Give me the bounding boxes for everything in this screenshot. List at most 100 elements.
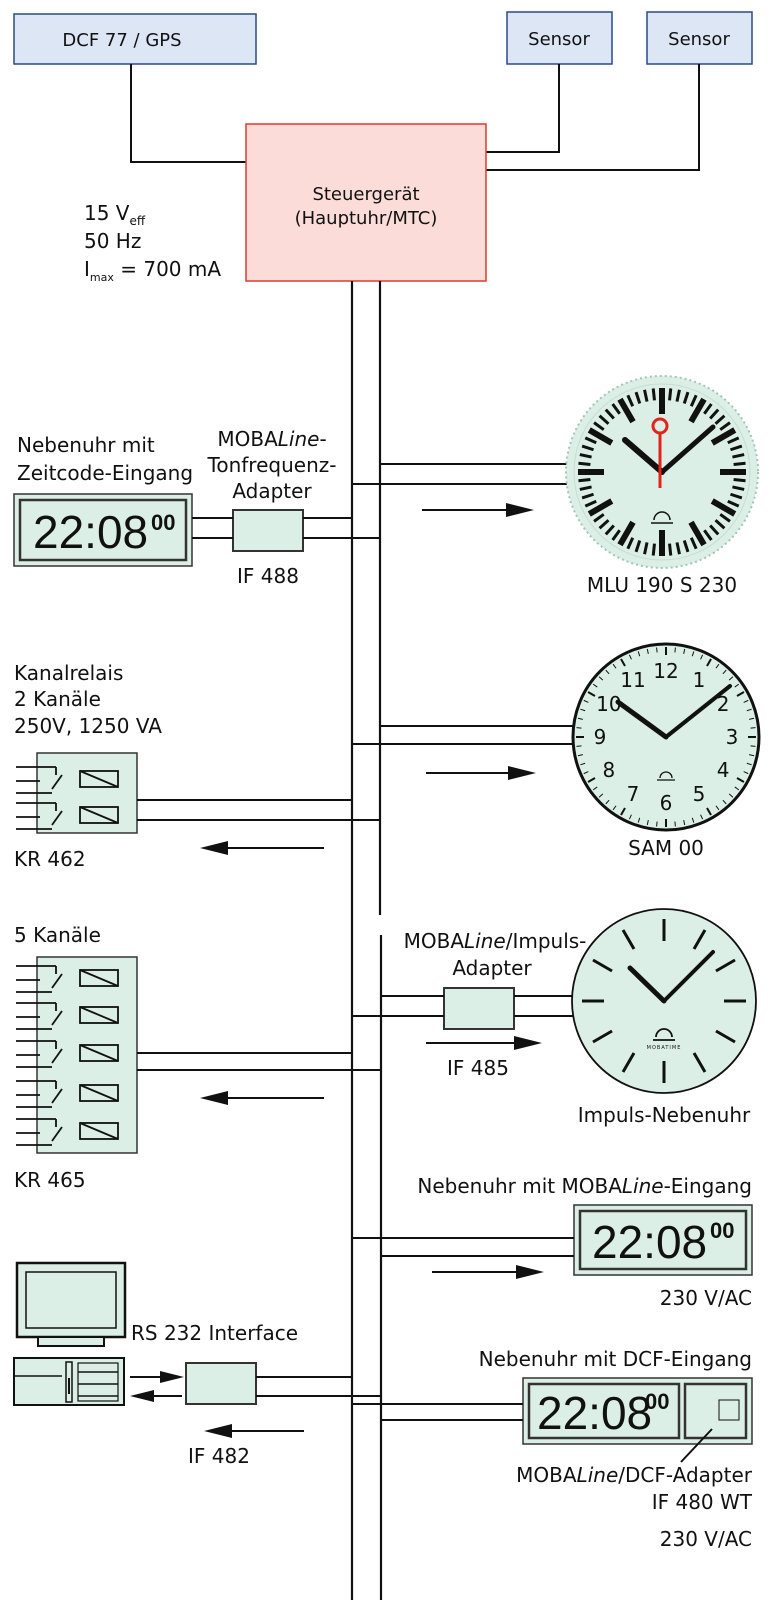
svg-text:MOBALine/Impuls-: MOBALine/Impuls- xyxy=(404,929,587,953)
mlu-minute-tick xyxy=(611,403,621,415)
svg-text:MOBALine-: MOBALine- xyxy=(217,427,326,451)
mlu-minute-tick xyxy=(604,524,615,536)
clock-mlu xyxy=(565,375,759,569)
if485-model: IF 485 xyxy=(447,1056,509,1080)
kr462-model: KR 462 xyxy=(14,847,86,871)
svg-text:Tonfrequenz-: Tonfrequenz- xyxy=(207,453,337,477)
impuls-hour-tick xyxy=(621,1052,636,1073)
mlu-minute-tick xyxy=(651,388,656,401)
mlu-minute-tick xyxy=(593,513,605,523)
mlu-minute-tick xyxy=(668,388,673,401)
impuls-hour-ticks xyxy=(582,919,746,1083)
dcf-power: 230 V/AC xyxy=(660,1527,752,1551)
zeitcode-wires xyxy=(192,463,572,539)
relay-contact xyxy=(16,1040,119,1068)
sam-tick xyxy=(683,820,686,826)
sam-tick xyxy=(706,658,712,667)
nebenuhr-zeitcode-display: 22:08 00 xyxy=(13,493,193,567)
kr465-wires xyxy=(137,1052,381,1071)
sam-logo-icon xyxy=(657,771,675,781)
sam-tick xyxy=(750,745,756,747)
sam-minute-ticks xyxy=(576,647,756,827)
sam-minute-hand xyxy=(664,684,732,739)
dcf-time: 22:08 xyxy=(537,1387,652,1439)
impuls-hour-tick xyxy=(621,929,636,950)
sam-tick xyxy=(683,648,686,654)
arrow-to-impuls xyxy=(426,1036,542,1050)
mlu-minute-tick xyxy=(714,519,726,530)
mlu-minute-tick xyxy=(732,485,745,491)
relay-contact xyxy=(16,965,119,993)
sam-tick xyxy=(656,821,658,827)
arrow-to-sam xyxy=(426,766,536,780)
mlu-minute-tick xyxy=(714,414,726,425)
adapter-if485-box xyxy=(443,987,515,1030)
sam-tick xyxy=(736,691,745,697)
sam-tick xyxy=(722,669,727,675)
relay-kr465-contacts xyxy=(16,965,119,1146)
if488-model: IF 488 xyxy=(237,564,299,588)
sam-tick xyxy=(580,708,586,712)
mlu-label: MLU 190 S 230 xyxy=(587,573,737,597)
sam-tick xyxy=(656,647,658,653)
sam-tick xyxy=(580,762,586,766)
sam-tick xyxy=(587,777,596,783)
mlu-minute-tick xyxy=(643,389,649,402)
sensor-label-2: Sensor xyxy=(668,29,730,50)
mlu-minute-tick xyxy=(682,540,690,553)
mlu-minute-tick xyxy=(579,453,592,459)
mlu-minute-tick xyxy=(626,537,635,550)
mlu-minute-tick xyxy=(727,436,740,445)
sam-tick xyxy=(749,717,755,720)
sam-tick xyxy=(674,647,676,653)
arrow-if482-to-computer xyxy=(130,1390,182,1402)
sam-tick xyxy=(576,727,582,729)
if485-wires xyxy=(352,995,580,1017)
sam-numeral: 9 xyxy=(594,725,607,749)
sam-tick xyxy=(612,663,617,669)
sam-tick xyxy=(728,793,734,798)
mlu-minute-tick xyxy=(634,540,642,553)
relais5-label: 5 Kanäle xyxy=(14,923,101,947)
power-current-sub: max xyxy=(90,271,114,284)
svg-text:Kanalrelais: Kanalrelais xyxy=(14,661,123,685)
sensor-box-1: Sensor xyxy=(506,11,613,65)
adapter-if482-box xyxy=(185,1362,257,1405)
adapter-if488-label: MOBALine- Tonfrequenz- Adapter IF 488 xyxy=(207,427,337,588)
impuls-logo-icon: MOBATIME xyxy=(647,1028,680,1051)
mlu-hour-tick xyxy=(587,498,614,517)
power-spec: 15 Veff 50 Hz Imax = 700 mA xyxy=(84,201,221,284)
sam-tick xyxy=(583,771,589,775)
mlu-minute-tick xyxy=(611,529,621,541)
power-voltage: 15 V xyxy=(84,201,130,225)
sam-tick xyxy=(722,799,727,805)
relay-kr465 xyxy=(16,956,138,1154)
mlu-minute-tick xyxy=(682,391,690,404)
dcf-adapter-icon xyxy=(718,1399,740,1421)
mlu-hour-tick xyxy=(617,520,636,547)
relay-contact xyxy=(16,1080,119,1108)
relay-kr462-contacts xyxy=(16,766,119,830)
mlu-logo-icon xyxy=(651,511,673,524)
sam-tick xyxy=(637,651,641,657)
sam-tick xyxy=(612,805,617,811)
mlu-minute-tick xyxy=(598,414,610,425)
dcf-seconds: 00 xyxy=(645,1389,669,1414)
mlu-minute-tick xyxy=(651,543,656,556)
relay-contact xyxy=(16,1002,119,1030)
main-bus xyxy=(350,281,383,1600)
sam-numeral: 7 xyxy=(627,782,640,806)
sam-tick xyxy=(746,708,752,712)
mlu-minute-tick xyxy=(732,453,745,459)
mlu-hour-tick xyxy=(710,498,737,517)
svg-text:2 Kanäle: 2 Kanäle xyxy=(14,687,101,711)
svg-text:250V, 1250 VA: 250V, 1250 VA xyxy=(14,714,162,738)
sam-tick xyxy=(715,663,720,669)
mobaline-wires xyxy=(352,1237,574,1257)
power-current: I xyxy=(84,257,90,281)
power-voltage-sub: eff xyxy=(130,214,146,228)
sam-numeral: 4 xyxy=(717,758,730,782)
relay-contact xyxy=(16,1118,119,1146)
